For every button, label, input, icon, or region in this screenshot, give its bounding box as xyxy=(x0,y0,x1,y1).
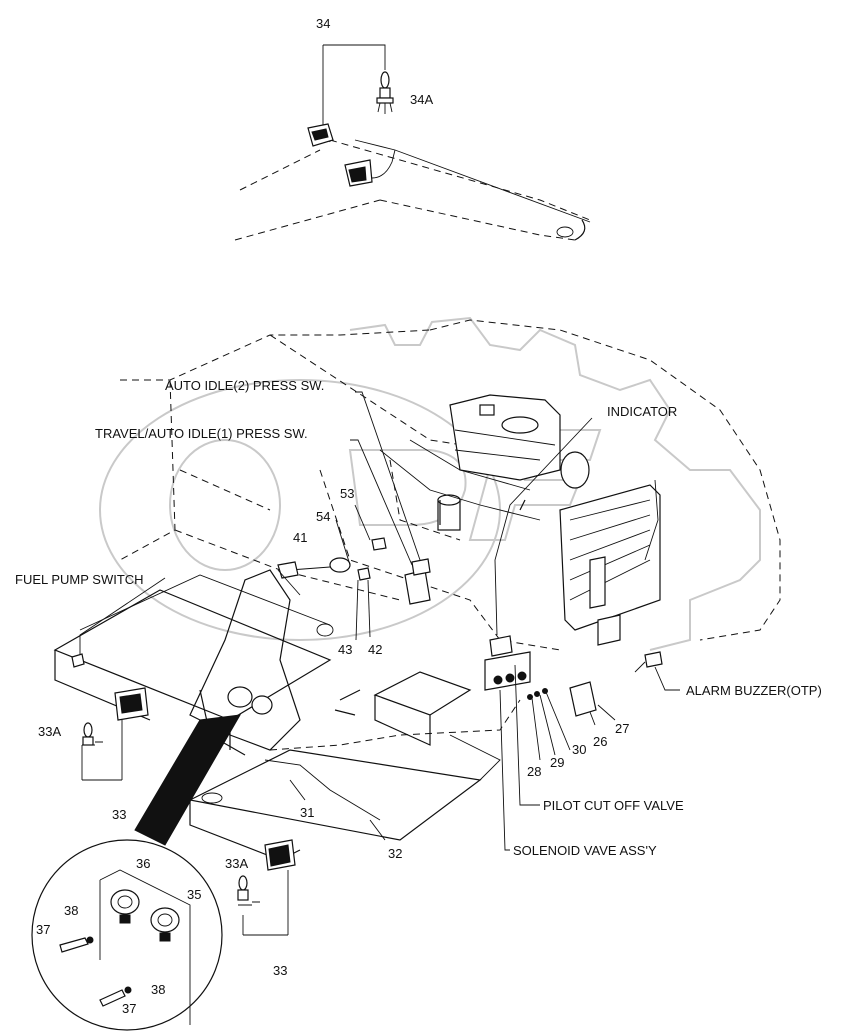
callout-33a-left: 33A xyxy=(38,724,61,739)
horn-detail-magnifier xyxy=(31,714,241,1031)
callout-32: 32 xyxy=(388,846,402,861)
leader-lines xyxy=(79,391,680,936)
callout-53: 53 xyxy=(340,486,354,501)
callout-33-bottom: 33 xyxy=(273,963,287,978)
callout-37-top: 37 xyxy=(36,922,50,937)
callout-28: 28 xyxy=(527,764,541,779)
callout-34: 34 xyxy=(316,16,330,31)
bulb-33a-bottom xyxy=(237,875,260,906)
callout-27: 27 xyxy=(615,721,629,736)
label-pilot-cut-off-valve: PILOT CUT OFF VALVE xyxy=(543,798,684,813)
label-fuel-pump-switch: FUEL PUMP SWITCH xyxy=(15,572,144,587)
switches xyxy=(71,499,663,871)
callout-36: 36 xyxy=(136,856,150,871)
callout-38-top: 38 xyxy=(64,903,78,918)
bulb-33a-left xyxy=(82,722,103,746)
callout-26: 26 xyxy=(593,734,607,749)
callout-42: 42 xyxy=(368,642,382,657)
engine-radiator xyxy=(437,394,661,646)
callout-43: 43 xyxy=(338,642,352,657)
label-solenoid-valve-assy: SOLENOID VAVE ASS'Y xyxy=(513,843,657,858)
callout-34a: 34A xyxy=(410,92,433,107)
upper-frame xyxy=(119,319,781,651)
callout-33a-bottom: 33A xyxy=(225,856,248,871)
callout-54: 54 xyxy=(316,509,330,524)
callout-38-bottom: 38 xyxy=(151,982,165,997)
callout-37-bottom: 37 xyxy=(122,1001,136,1016)
callout-35: 35 xyxy=(187,887,201,902)
bulb-34a xyxy=(376,71,394,114)
label-travel-auto-idle-1: TRAVEL/AUTO IDLE(1) PRESS SW. xyxy=(95,426,308,441)
callout-31: 31 xyxy=(300,805,314,820)
label-alarm-buzzer: ALARM BUZZER(OTP) xyxy=(686,683,822,698)
callout-33-left: 33 xyxy=(112,807,126,822)
lower-frame xyxy=(53,569,501,861)
callout-29: 29 xyxy=(550,755,564,770)
callout-41: 41 xyxy=(293,530,307,545)
label-indicator: INDICATOR xyxy=(607,404,677,419)
callout-30: 30 xyxy=(572,742,586,757)
label-auto-idle-2: AUTO IDLE(2) PRESS SW. xyxy=(165,378,324,393)
harness xyxy=(264,439,541,821)
boom-assembly xyxy=(234,123,591,241)
work-light-34 xyxy=(307,44,396,187)
